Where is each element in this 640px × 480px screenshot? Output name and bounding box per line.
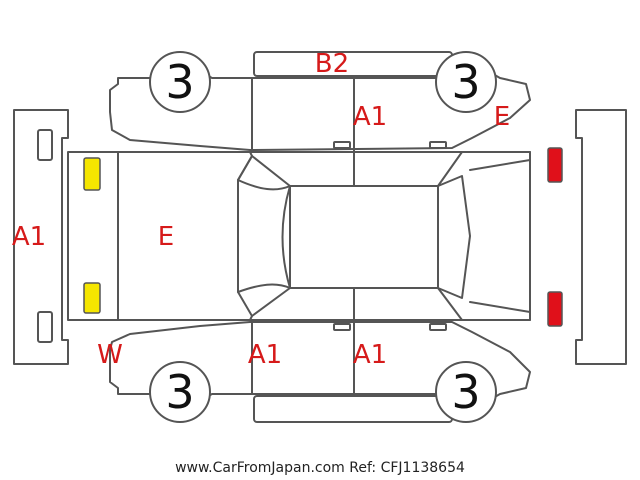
damage-code-front-right-corner: W — [97, 340, 123, 370]
footer-reference: www.CarFromJapan.com Ref: CFJ1138654 — [175, 460, 465, 476]
damage-code-right-rear-door: A1 — [353, 340, 387, 370]
rear-bumper-panel — [575, 109, 627, 365]
wheel-rear-right: 3 — [435, 361, 497, 423]
top-view-body — [67, 151, 531, 321]
front-lamp-right — [83, 282, 101, 314]
wheel-front-left-grade: 3 — [165, 55, 194, 109]
damage-code-left-rear-fender: E — [494, 102, 510, 132]
rear-lamp-right — [547, 291, 563, 327]
damage-code-hood: E — [158, 222, 174, 252]
right-sill-strip — [253, 395, 453, 423]
rear-lamp-left — [547, 147, 563, 183]
damage-code-left-rear-door: A1 — [353, 102, 387, 132]
front-lamp-left — [83, 157, 101, 191]
wheel-front-right: 3 — [149, 361, 211, 423]
wheel-front-left: 3 — [149, 51, 211, 113]
wheel-rear-left-grade: 3 — [451, 55, 480, 109]
damage-code-rear-bumper-top: B2 — [315, 49, 349, 79]
front-bumper-panel — [13, 109, 69, 365]
left-sill-strip — [253, 51, 453, 77]
wheel-rear-right-grade: 3 — [451, 365, 480, 419]
wheel-front-right-grade: 3 — [165, 365, 194, 419]
wheel-rear-left: 3 — [435, 51, 497, 113]
damage-code-right-front-door: A1 — [248, 340, 282, 370]
damage-code-front-bumper: A1 — [12, 222, 46, 252]
